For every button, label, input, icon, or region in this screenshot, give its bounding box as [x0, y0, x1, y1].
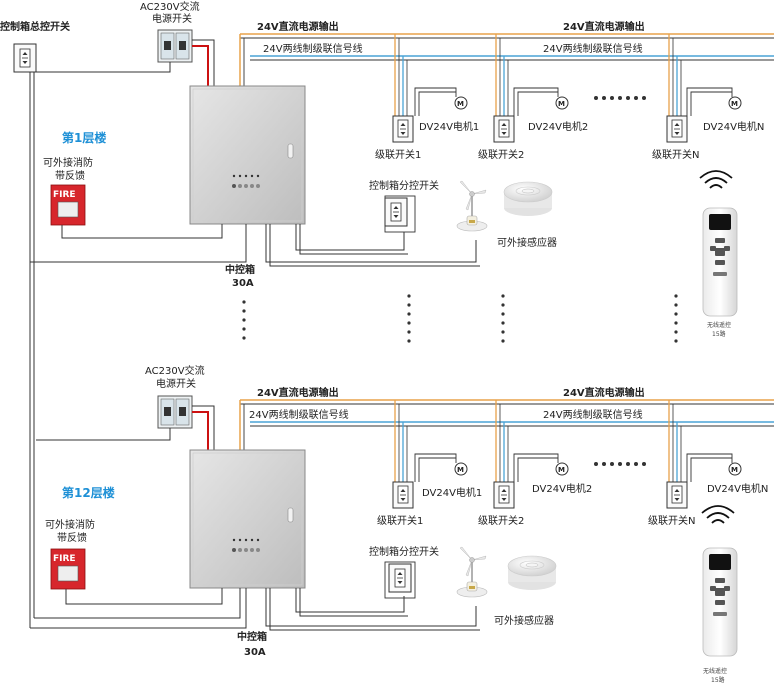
wireless-signal-icon: [701, 505, 735, 524]
motor-n-icon: [728, 462, 742, 476]
switch-2-label: 级联开关2: [478, 148, 524, 161]
cascade-switch-n[interactable]: [666, 481, 688, 509]
dc-output-label-right: 24V直流电源输出: [563, 20, 645, 33]
control-box-rating: 30A: [232, 278, 254, 289]
master-switch[interactable]: [13, 43, 37, 73]
signal-label-left: 24V两线制级联信号线: [249, 408, 349, 421]
motor-1-m: M: [457, 100, 464, 108]
switch-n-label: 级联开关N: [652, 148, 699, 161]
fire-text: FIRE: [53, 190, 76, 200]
smoke-sensor-icon: [503, 181, 553, 217]
sub-switch-label: 控制箱分控开关: [369, 179, 439, 192]
remote-label-2: 15路: [711, 676, 725, 684]
ac-label-1: AC230V交流: [145, 364, 205, 377]
fire-alarm-button[interactable]: FIRE: [50, 548, 86, 590]
motor-1-icon: [454, 96, 468, 110]
fire-feedback-label-2: 带反馈: [55, 169, 85, 182]
ac-breaker[interactable]: [157, 395, 193, 429]
cascade-switch-2[interactable]: [493, 115, 515, 143]
smoke-sensor-icon: [507, 555, 557, 591]
master-switch-label: 控制箱总控开关: [0, 20, 70, 33]
sub-switch[interactable]: [388, 563, 412, 593]
motor-n-m: M: [731, 466, 738, 474]
motor-n-label: DV24V电机N: [707, 482, 768, 495]
control-box: [189, 85, 306, 225]
remote-label-1: 无线遥控: [703, 667, 727, 675]
motor-1-m: M: [457, 466, 464, 474]
sensor-label: 可外接感应器: [497, 236, 557, 249]
motor-2-m: M: [558, 466, 565, 474]
signal-label-right: 24V两线制级联信号线: [543, 408, 643, 421]
ac-breaker[interactable]: [157, 29, 193, 63]
switch-1-label: 级联开关1: [377, 514, 423, 527]
wind-sensor-icon: [456, 180, 488, 232]
motor-1-icon: [454, 462, 468, 476]
remote-label-1: 无线遥控: [707, 321, 731, 329]
control-box-rating: 30A: [244, 647, 266, 658]
motor-2-icon: [555, 96, 569, 110]
floor-label: 第1层楼: [62, 130, 106, 145]
ac-label-2: 电源开关: [156, 377, 196, 390]
fire-alarm-button[interactable]: FIRE: [50, 184, 86, 226]
control-box-label: 中控箱: [237, 630, 267, 643]
sub-switch-label: 控制箱分控开关: [369, 545, 439, 558]
wireless-remote[interactable]: [702, 547, 738, 657]
remote-label-2: 15路: [712, 330, 726, 338]
ac-label-1: AC230V交流: [140, 0, 200, 13]
cascade-switch-2[interactable]: [493, 481, 515, 509]
fire-text: FIRE: [53, 554, 76, 564]
signal-label-left: 24V两线制级联信号线: [263, 42, 363, 55]
dc-output-label-left: 24V直流电源输出: [257, 20, 339, 33]
sensor-label: 可外接感应器: [494, 614, 554, 627]
motor-1-label: DV24V电机1: [419, 120, 479, 133]
signal-label-right: 24V两线制级联信号线: [543, 42, 643, 55]
fire-feedback-label-1: 可外接消防: [43, 156, 93, 169]
sub-switch[interactable]: [384, 197, 408, 227]
floor-12: 24V直流电源输出 24V直流电源输出 24V两线制级联信号线 24V两线制级联…: [30, 364, 774, 684]
switch-2-label: 级联开关2: [478, 514, 524, 527]
motor-2-icon: [555, 462, 569, 476]
dc-output-label-right: 24V直流电源输出: [563, 386, 645, 399]
floor-label: 第12层楼: [62, 485, 115, 500]
wireless-signal-icon: [699, 170, 733, 189]
cascade-switch-n[interactable]: [666, 115, 688, 143]
ac-label-2: 电源开关: [152, 12, 192, 25]
motor-2-label: DV24V电机2: [528, 120, 588, 133]
motor-1-label: DV24V电机1: [422, 486, 482, 499]
cascade-switch-1[interactable]: [392, 481, 414, 509]
switch-1-label: 级联开关1: [375, 148, 421, 161]
floor-1: 24V直流电源输出 24V直流电源输出 24V两线制级联信号线 24V两线制级联…: [30, 0, 774, 338]
dc-output-label-left: 24V直流电源输出: [257, 386, 339, 399]
wireless-remote[interactable]: [702, 207, 738, 317]
wind-sensor-icon: [456, 546, 488, 598]
switch-n-label: 级联开关N: [648, 514, 695, 527]
motor-2-label: DV24V电机2: [532, 482, 592, 495]
motor-n-label: DV24V电机N: [703, 120, 764, 133]
fire-feedback-label-1: 可外接消防: [45, 518, 95, 531]
motor-2-m: M: [558, 100, 565, 108]
control-box-label: 中控箱: [225, 263, 255, 276]
continuation-dots: [242, 294, 678, 343]
motor-n-icon: [728, 96, 742, 110]
fire-feedback-label-2: 带反馈: [57, 531, 87, 544]
cascade-switch-1[interactable]: [392, 115, 414, 143]
motor-n-m: M: [731, 100, 738, 108]
control-box: [189, 449, 306, 589]
